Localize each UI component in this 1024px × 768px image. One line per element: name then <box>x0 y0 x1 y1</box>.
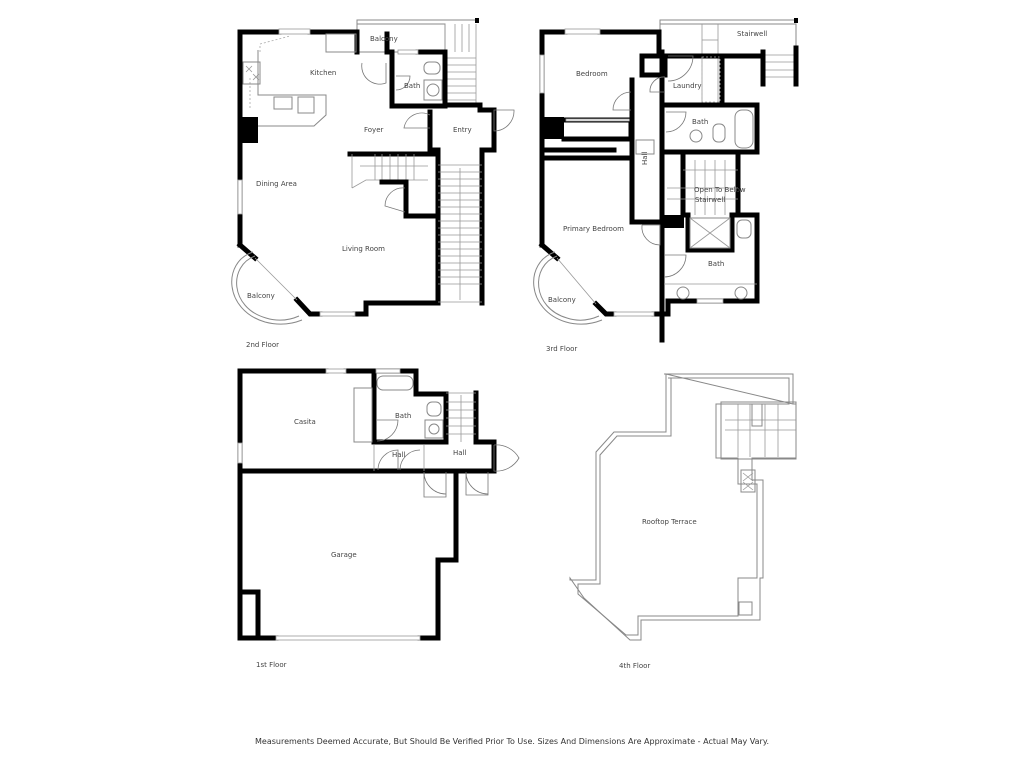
room-label-open-stairwell: Stairwell <box>695 196 725 204</box>
room-label-balcony-top: Balcony <box>370 35 398 43</box>
room-label-hall-1f: Hall <box>453 449 466 457</box>
room-label-hall-small: Hall <box>392 451 405 459</box>
second-floor-plan <box>231 18 515 325</box>
room-label-primary-bedroom: Primary Bedroom <box>563 225 624 233</box>
room-label-living-room: Living Room <box>342 245 385 253</box>
room-label-casita: Casita <box>294 418 316 426</box>
measurement-disclaimer: Measurements Deemed Accurate, But Should… <box>255 737 769 746</box>
room-label-bath-3f: Bath <box>692 118 708 126</box>
room-label-stairwell: Stairwell <box>737 30 767 38</box>
room-label-foyer: Foyer <box>364 126 384 134</box>
room-label-entry: Entry <box>453 126 472 134</box>
floor-label-3rd: 3rd Floor <box>546 345 577 353</box>
room-label-rooftop-terrace: Rooftop Terrace <box>642 518 697 526</box>
room-label-balcony-2f: Balcony <box>247 292 275 300</box>
third-floor-plan <box>533 18 799 343</box>
room-label-bath-1f: Bath <box>395 412 411 420</box>
first-floor-plan <box>237 368 520 641</box>
room-label-bedroom: Bedroom <box>576 70 608 78</box>
room-label-dining-area: Dining Area <box>256 180 297 188</box>
room-label-open-to-below: Open To Below <box>694 186 746 194</box>
room-label-garage: Garage <box>331 551 357 559</box>
room-label-bath-2f: Bath <box>404 82 420 90</box>
floor-label-4th: 4th Floor <box>619 662 650 670</box>
floor-label-1st: 1st Floor <box>256 661 287 669</box>
room-label-hall-3f: Hall <box>641 152 649 165</box>
room-label-laundry: Laundry <box>673 82 702 90</box>
floor-label-2nd: 2nd Floor <box>246 341 279 349</box>
room-label-kitchen: Kitchen <box>310 69 336 77</box>
room-label-balcony-3f: Balcony <box>548 296 576 304</box>
room-label-bath-primary: Bath <box>708 260 724 268</box>
fourth-floor-plan <box>569 373 797 641</box>
